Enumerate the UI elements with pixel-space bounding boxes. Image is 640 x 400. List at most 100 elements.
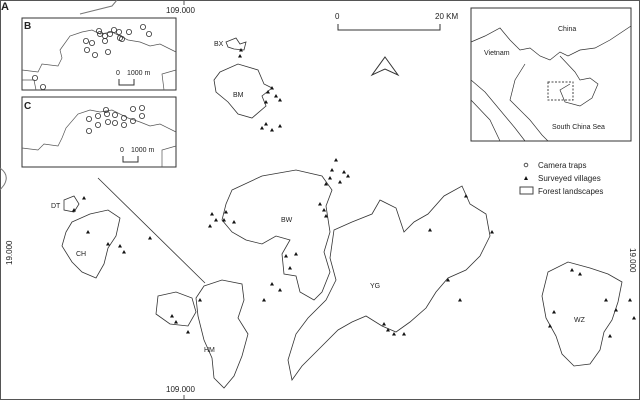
village-marker [334,158,338,162]
village-marker [328,176,332,180]
forest-wz [541,261,623,367]
locator-label-vietnam: Vietnam [484,50,510,57]
village-marker [86,230,90,234]
camera-trap-marker [86,127,93,134]
coastline [0,167,7,191]
village-marker [264,122,268,126]
camera-trap-marker [112,120,119,127]
village-marker [274,94,278,98]
village-marker [322,208,326,212]
village-marker [264,100,268,104]
village-marker [278,124,282,128]
camera-trap-marker [32,75,39,82]
village-marker [270,128,274,132]
village-marker [552,310,556,314]
village-marker [208,224,212,228]
inset-leader-line [97,177,206,284]
village-marker [232,220,236,224]
lon-label-top: 109.000 [166,6,195,15]
region-label-hm: HM [204,347,215,354]
legend-camera-traps: Camera traps [538,161,586,170]
village-marker [148,236,152,240]
village-marker [578,272,582,276]
legend-forest: Forest landscapes [538,187,603,196]
forest-dt [63,195,80,213]
locator-label-sea: South China Sea [552,124,605,131]
forest-bx [225,37,247,51]
camera-trap-marker [97,30,104,37]
forest-ch [61,209,121,279]
lat-label-left: 19.000 [5,240,14,265]
village-triangle-icon [524,176,528,180]
coastline [79,0,118,15]
camera-trap-marker [83,38,90,45]
forest-small [155,291,197,327]
surveyed-villages [72,48,636,338]
inset-c-scale-start: 0 [120,147,124,154]
village-marker [262,298,266,302]
village-marker [446,278,450,282]
north-arrow-icon [370,56,400,77]
camera-trap-marker [121,122,128,129]
forest-landscape-swatch-icon [519,186,534,195]
camera-trap-marker [95,122,102,129]
village-marker [318,202,322,206]
camera-trap-marker [121,115,128,122]
village-marker [330,168,334,172]
locator-map: China Vietnam South China Sea [470,7,632,142]
village-marker [386,328,390,332]
camera-trap-marker [102,38,109,45]
panel-label-a: A [1,1,9,13]
panel-label-b: B [24,21,31,32]
lat-label-right: 19.000 [628,248,637,273]
village-marker [288,266,292,270]
lon-label-bottom: 109.000 [166,385,195,394]
camera-trap-marker [126,28,133,35]
camera-trap-marker [84,47,91,54]
camera-trap-marker [95,113,102,120]
village-marker [174,320,178,324]
village-marker [82,196,86,200]
village-marker [570,268,574,272]
camera-trap-marker [138,113,145,120]
inset-b-scale-start: 0 [116,70,120,77]
camera-trap-marker [86,116,93,123]
village-marker [342,170,346,174]
village-marker [490,230,494,234]
village-marker [458,298,462,302]
village-marker [118,244,122,248]
village-marker [278,288,282,292]
village-marker [266,90,270,94]
inset-c: C 0 1000 m [21,96,177,168]
village-marker [324,182,328,186]
village-marker [238,54,242,58]
village-marker [186,330,190,334]
camera-trap-marker [145,30,152,37]
camera-trap-marker [107,30,114,37]
village-marker [632,316,636,320]
village-marker [294,252,298,256]
legend: Camera traps Surveyed villages Forest la… [519,161,603,196]
village-marker [382,322,386,326]
camera-trap-marker [119,36,126,43]
camera-trap-marker [129,118,136,125]
village-marker [170,314,174,318]
camera-trap-marker [116,28,123,35]
village-marker [122,250,126,254]
camera-trap-marker [103,107,110,114]
camera-trap-marker [92,52,99,59]
village-marker [284,254,288,258]
village-marker [224,210,228,214]
region-label-bx: BX [214,41,224,48]
village-marker [464,194,468,198]
camera-trap-marker [111,26,118,33]
forest-yg [287,185,491,381]
region-label-bm: BM [233,92,244,99]
camera-trap-marker [129,106,136,113]
village-marker [260,126,264,130]
scale-start: 0 [335,12,340,21]
village-marker [72,208,76,212]
village-marker [324,214,328,218]
village-marker [198,298,202,302]
